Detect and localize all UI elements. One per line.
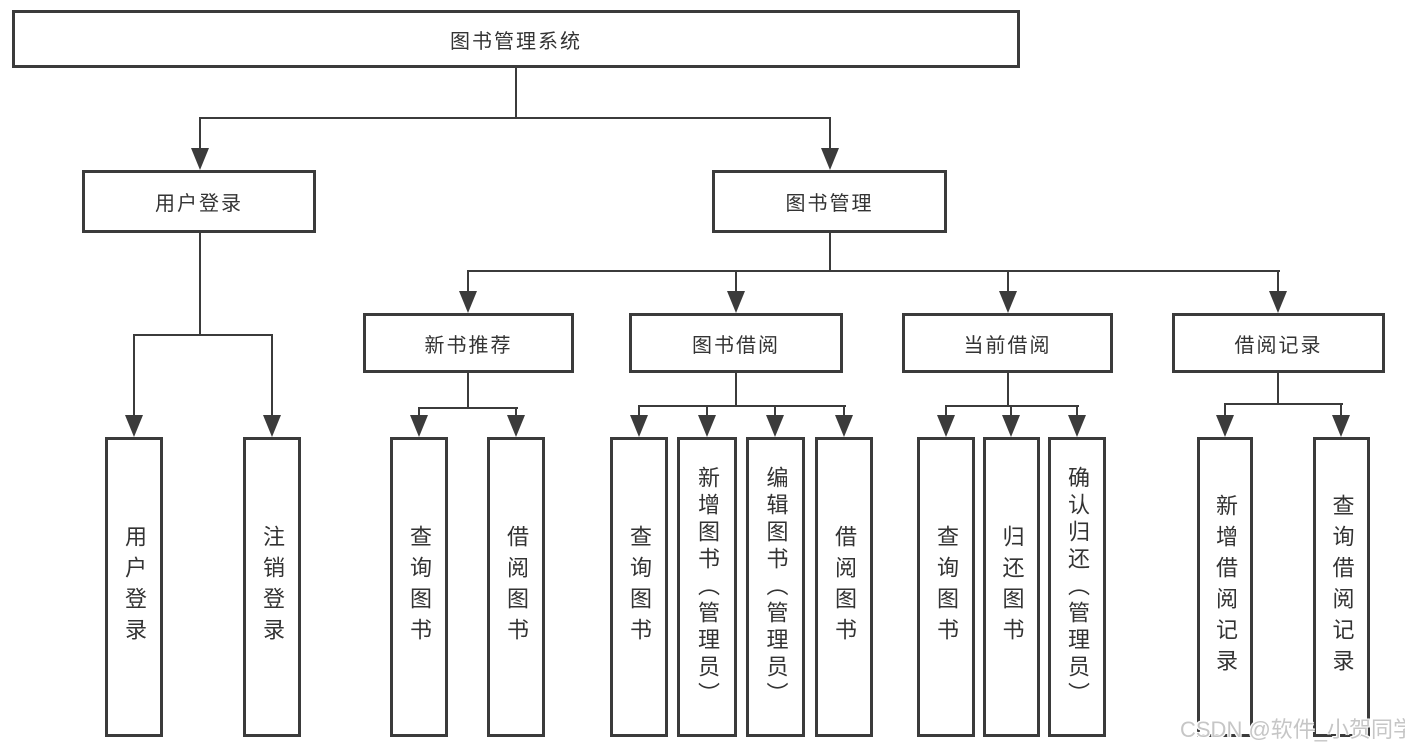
connector-line <box>133 334 135 417</box>
node-label: 用户登录 <box>155 193 243 215</box>
arrowhead-icon <box>410 415 428 437</box>
node-label: 用户登录 <box>122 525 147 649</box>
arrowhead-icon <box>766 415 784 437</box>
arrowhead-icon <box>1216 415 1234 437</box>
node-label: 图书管理 <box>785 193 874 215</box>
node-label: 新增图书（管理员） <box>695 465 720 709</box>
arrowhead-icon <box>698 415 716 437</box>
node-label: 新书推荐 <box>424 334 513 357</box>
connector-line <box>418 407 518 409</box>
arrowhead-icon <box>630 415 648 437</box>
arrowhead-icon <box>1002 415 1020 437</box>
node-label: 借阅记录 <box>1234 334 1323 357</box>
node-label: 确认归还（管理员） <box>1065 465 1090 709</box>
connector-line <box>199 117 831 119</box>
connector-line <box>418 407 420 419</box>
node-label: 图书借阅 <box>692 334 780 357</box>
connector-line <box>1007 373 1009 407</box>
arrowhead-icon <box>727 291 745 313</box>
arrowhead-icon <box>937 415 955 437</box>
node-label: 注销登录 <box>260 525 285 649</box>
connector-line <box>515 407 517 419</box>
connector-line <box>735 270 737 295</box>
node-user-login: 用户登录 <box>82 170 316 233</box>
node-label: 借阅图书 <box>504 525 529 649</box>
connector-line <box>638 405 640 419</box>
connector-line <box>638 405 846 407</box>
node-new-book-recommend: 新书推荐 <box>363 313 574 373</box>
connector-line <box>1277 270 1279 295</box>
node-label: 新增借阅记录 <box>1213 494 1238 680</box>
connector-line <box>1010 405 1012 419</box>
connector-line <box>199 117 201 150</box>
connector-line <box>945 405 947 419</box>
node-label: 图书管理系统 <box>450 30 582 53</box>
node-leaf-query-books-current: 查询图书 <box>917 437 975 737</box>
connector-line <box>945 405 1079 407</box>
node-leaf-query-books-recommend: 查询图书 <box>390 437 448 737</box>
arrowhead-icon <box>507 415 525 437</box>
node-book-borrowing: 图书借阅 <box>629 313 843 373</box>
node-leaf-user-login: 用户登录 <box>105 437 163 737</box>
connector-line <box>829 233 831 272</box>
connector-line <box>467 270 1280 272</box>
node-leaf-borrow-books-recommend: 借阅图书 <box>487 437 545 737</box>
node-leaf-query-borrow-record: 查询借阅记录 <box>1313 437 1370 737</box>
connector-line <box>133 334 273 336</box>
node-leaf-query-books-borrowing: 查询图书 <box>610 437 668 737</box>
node-book-management: 图书管理 <box>712 170 947 233</box>
arrowhead-icon <box>835 415 853 437</box>
arrowhead-icon <box>459 291 477 313</box>
arrowhead-icon <box>999 291 1017 313</box>
connector-line <box>199 233 201 336</box>
connector-line <box>467 270 469 295</box>
connector-line <box>1007 270 1009 295</box>
connector-line <box>843 405 845 419</box>
connector-line <box>1224 403 1226 419</box>
node-label: 查询图书 <box>627 525 652 649</box>
connector-line <box>515 68 517 119</box>
connector-line <box>1340 403 1342 419</box>
arrowhead-icon <box>191 148 209 170</box>
node-leaf-confirm-return-admin: 确认归还（管理员） <box>1048 437 1106 737</box>
connector-line <box>467 373 469 409</box>
connector-line <box>1224 403 1343 405</box>
node-borrowing-records: 借阅记录 <box>1172 313 1385 373</box>
arrowhead-icon <box>125 415 143 437</box>
arrowhead-icon <box>821 148 839 170</box>
connector-line <box>829 117 831 150</box>
connector-line <box>271 334 273 417</box>
node-label: 当前借阅 <box>963 334 1052 357</box>
node-label: 归还图书 <box>999 525 1025 649</box>
arrowhead-icon <box>263 415 281 437</box>
node-leaf-add-borrow-record: 新增借阅记录 <box>1197 437 1253 737</box>
node-leaf-return-books: 归还图书 <box>983 437 1040 737</box>
node-root-library-system: 图书管理系统 <box>12 10 1020 68</box>
node-label: 查询借阅记录 <box>1329 494 1355 680</box>
node-leaf-add-books-admin: 新增图书（管理员） <box>677 437 737 737</box>
arrowhead-icon <box>1068 415 1086 437</box>
node-label: 查询图书 <box>934 525 959 649</box>
arrowhead-icon <box>1269 291 1287 313</box>
arrowhead-icon <box>1332 415 1350 437</box>
connector-line <box>735 373 737 407</box>
node-current-borrowing: 当前借阅 <box>902 313 1113 373</box>
node-leaf-borrow-books: 借阅图书 <box>815 437 873 737</box>
connector-line <box>706 405 708 419</box>
connector-line <box>1076 405 1078 419</box>
node-leaf-logout: 注销登录 <box>243 437 301 737</box>
node-label: 查询图书 <box>407 525 432 649</box>
node-label: 借阅图书 <box>832 525 857 649</box>
connector-line <box>1277 373 1279 405</box>
node-leaf-edit-books-admin: 编辑图书（管理员） <box>746 437 805 737</box>
connector-line <box>774 405 776 419</box>
csdn-watermark: CSDN @软件_小贺同学 <box>1180 717 1405 742</box>
node-label: 编辑图书（管理员） <box>763 465 789 709</box>
